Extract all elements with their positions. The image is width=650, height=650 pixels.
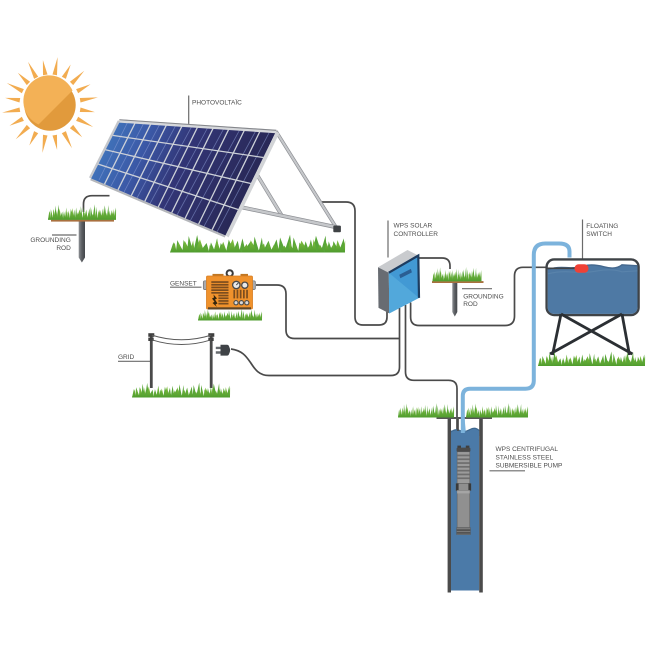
svg-text:SWITCH: SWITCH xyxy=(586,231,612,238)
svg-text:SUBMERSIBLE PUMP: SUBMERSIBLE PUMP xyxy=(496,462,563,469)
svg-text:WPS SOLAR: WPS SOLAR xyxy=(394,223,433,230)
svg-text:ROD: ROD xyxy=(56,245,71,252)
svg-text:GROUNDING: GROUNDING xyxy=(30,237,70,244)
svg-text:CONTROLLER: CONTROLLER xyxy=(394,231,439,238)
svg-text:PHOTOVOLTAÏC: PHOTOVOLTAÏC xyxy=(192,99,242,107)
svg-text:STAINLESS STEEL: STAINLESS STEEL xyxy=(496,454,554,461)
svg-text:ROD: ROD xyxy=(463,301,478,308)
svg-text:GROUNDING: GROUNDING xyxy=(463,293,503,300)
svg-text:GENSET: GENSET xyxy=(170,281,197,288)
svg-text:GRID: GRID xyxy=(118,354,135,361)
svg-text:WPS CENTRIFUGAL: WPS CENTRIFUGAL xyxy=(496,446,559,453)
svg-text:FLOATING: FLOATING xyxy=(586,223,618,230)
